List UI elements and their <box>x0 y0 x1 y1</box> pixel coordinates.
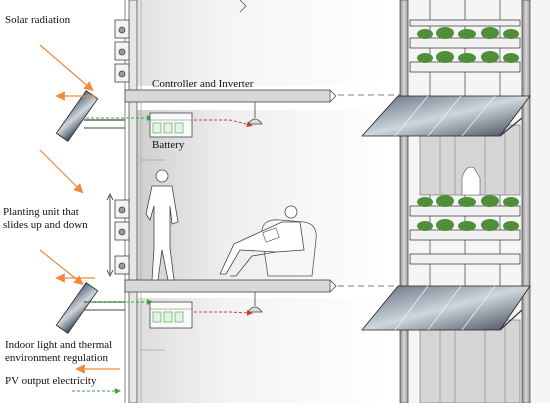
indoor-regulation-label: Indoor light and thermal environment reg… <box>5 339 112 365</box>
planting-unit-label: Planting unit that slides up and down <box>3 206 88 232</box>
window-figure <box>461 166 481 196</box>
standing-person <box>145 169 179 281</box>
planting-units-upper <box>114 19 130 83</box>
planting-unit-label-line1: Planting unit that <box>3 206 79 218</box>
facade-elevation <box>361 0 550 404</box>
lamp-signal-lines <box>194 119 253 316</box>
battery-box-lower <box>149 301 193 329</box>
section-view <box>39 0 550 404</box>
facade-planters-lower <box>409 195 521 265</box>
indoor-regulation-label-line2: environment regulation <box>5 352 108 364</box>
battery-box-upper <box>149 112 193 138</box>
seated-person <box>219 205 317 277</box>
planting-unit-label-line2: slides up and down <box>3 219 88 231</box>
ceiling-lamp-upper <box>247 102 263 125</box>
pv-output-lines <box>72 115 153 394</box>
planting-units-middle <box>114 199 130 275</box>
pv-output-label: PV output electricity <box>5 375 97 387</box>
battery-label: Battery <box>152 139 185 151</box>
ceiling-lamp-lower <box>247 292 263 313</box>
solar-radiation-label: Solar radiation <box>5 14 71 26</box>
pv-panel-left-lower <box>55 282 125 334</box>
controller-inverter-label: Controller and Inverter <box>152 78 254 90</box>
floor-slab-lower <box>124 279 331 293</box>
room-upper <box>137 110 387 288</box>
solar-radiation-arrows <box>39 44 94 285</box>
floor-slab-upper <box>124 89 331 103</box>
exterior-wall <box>128 0 138 404</box>
pv-array-lower <box>361 285 531 331</box>
room-top <box>137 0 387 86</box>
facade-planters-upper <box>409 19 521 73</box>
indoor-regulation-arrows <box>55 91 120 374</box>
pv-array-upper <box>361 95 531 137</box>
indoor-regulation-label-line1: Indoor light and thermal <box>5 339 113 351</box>
pv-panel-left-upper <box>55 90 125 142</box>
